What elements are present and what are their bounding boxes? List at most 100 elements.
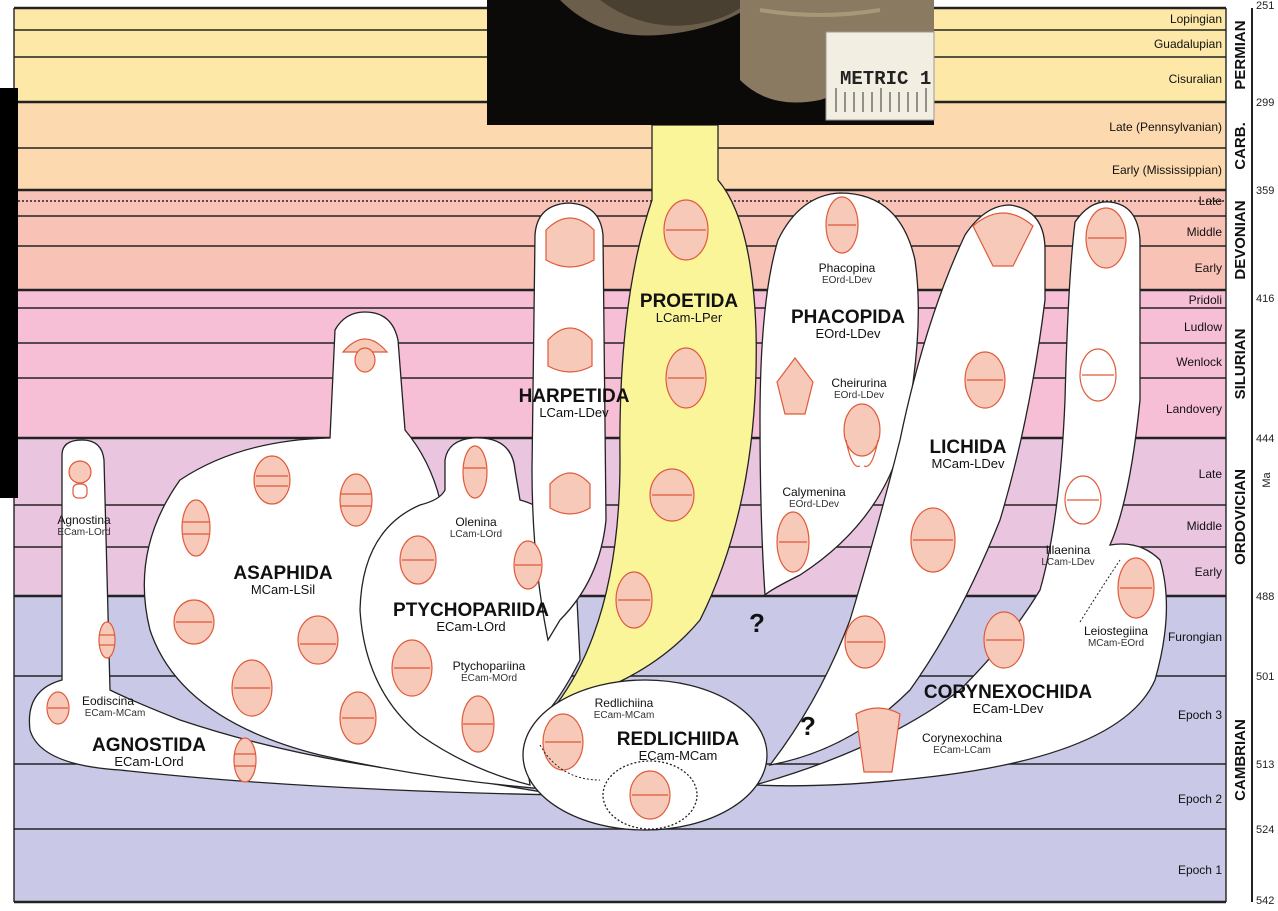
period-silurian: SILURIAN: [1232, 329, 1249, 400]
trilobite-icon: [298, 616, 338, 664]
trilobite-icon: [664, 200, 708, 260]
trilobite-icon: [826, 197, 858, 253]
period-permian: PERMIAN: [1232, 20, 1249, 89]
ma-unit-label: Ma: [1261, 471, 1273, 487]
trilobite-icon: [1118, 558, 1154, 618]
trilobite-icon: [543, 714, 583, 770]
trilobite-icon: [234, 738, 256, 782]
period-labels: PERMIAN CARB. DEVONIAN SILURIAN ORDOVICI…: [1232, 20, 1249, 800]
ma-tick: 359: [1256, 185, 1274, 197]
ma-tick: 524: [1256, 824, 1274, 836]
trilobite-icon: [548, 328, 592, 372]
suborder-ptychopariina-range: ECam-MOrd: [461, 673, 517, 684]
epoch-cambrian-1: Epoch 1: [1178, 863, 1222, 877]
trilobite-icon: [392, 640, 432, 696]
ma-tick: 299: [1256, 97, 1274, 109]
ma-tick: 251: [1256, 0, 1274, 12]
order-corynexochida: CORYNEXOCHIDA: [924, 682, 1092, 703]
trilobite-icon: [254, 456, 290, 504]
suborder-ptychopariina: Ptychopariina: [453, 659, 526, 673]
epoch-furongian: Furongian: [1168, 630, 1222, 644]
ma-tick: 444: [1256, 433, 1274, 445]
period-devonian: DEVONIAN: [1232, 200, 1249, 279]
suborder-olenina-range: LCam-LOrd: [450, 529, 502, 540]
suborder-illaenina: Illaenina: [1046, 543, 1091, 557]
trilobite-icon: [550, 473, 590, 514]
trilobite-icon: [400, 536, 436, 584]
epoch-ludlow: Ludlow: [1184, 320, 1222, 334]
suborder-corynexochina-range: ECam-LCam: [933, 745, 991, 756]
trilobite-icon: [965, 352, 1005, 408]
order-phacopida: PHACOPIDA: [791, 307, 905, 328]
order-ptychopariida-range: ECam-LOrd: [436, 619, 505, 634]
order-corynexochida-range: ECam-LDev: [973, 701, 1044, 716]
suborder-phacopina-range: EOrd-LDev: [822, 275, 872, 286]
epoch-ordovician-middle: Middle: [1187, 519, 1223, 533]
epoch-cambrian-3: Epoch 3: [1178, 708, 1222, 722]
uncertain-marker: ?: [800, 711, 816, 741]
epoch-ordovician-early: Early: [1195, 565, 1222, 579]
suborder-agnostina-range: ECam-LOrd: [57, 527, 110, 538]
uncertain-marker: ?: [749, 608, 765, 638]
trilobite-icon: [340, 692, 376, 744]
suborder-eodiscina: Eodiscina: [82, 694, 134, 708]
suborder-eodiscina-range: ECam-MCam: [85, 708, 146, 719]
suborder-leiostegiina: Leiostegiina: [1084, 624, 1148, 638]
trilobite-icon: [777, 512, 809, 572]
fossil-photo: METRIC 1: [487, 0, 934, 125]
suborder-redlichiina: Redlichiina: [595, 696, 654, 710]
suborder-leiostegiina-range: MCam-EOrd: [1088, 638, 1144, 649]
trilobite-icon: [616, 572, 652, 628]
trilobite-icon: [666, 348, 706, 408]
order-asaphida: ASAPHIDA: [233, 563, 333, 584]
suborder-phacopina: Phacopina: [819, 261, 876, 275]
ma-tick: 488: [1256, 591, 1274, 603]
period-cambrian: CAMBRIAN: [1232, 719, 1249, 801]
order-ptychopariida: PTYCHOPARIIDA: [393, 600, 549, 621]
order-proetida-range: LCam-LPer: [656, 310, 723, 325]
order-redlichiida: REDLICHIIDA: [617, 729, 740, 750]
period-carboniferous: CARB.: [1232, 122, 1249, 170]
suborder-cheirurina: Cheirurina: [831, 376, 887, 390]
trilobite-icon: [650, 469, 694, 521]
suborder-calymenina: Calymenina: [782, 485, 846, 499]
trilobite-icon: [174, 600, 214, 644]
photo-scale-label: METRIC 1: [840, 68, 931, 90]
ma-tick: 542: [1256, 895, 1274, 906]
trilobite-icon: [463, 446, 487, 498]
suborder-cheirurina-range: EOrd-LDev: [834, 390, 884, 401]
epoch-devonian-late: Late: [1199, 194, 1223, 208]
order-phacopida-range: EOrd-LDev: [815, 326, 881, 341]
trilobite-icon: [546, 218, 594, 267]
trilobite-icon: [232, 660, 272, 716]
suborder-corynexochina: Corynexochina: [922, 731, 1002, 745]
left-overlay-bar: [0, 88, 18, 498]
trilobite-icon: [630, 771, 670, 819]
epoch-ordovician-late: Late: [1199, 467, 1223, 481]
suborder-agnostina: Agnostina: [57, 513, 111, 527]
order-lichida: LICHIDA: [929, 437, 1006, 458]
epoch-landovery: Landovery: [1166, 402, 1222, 416]
trilobite-icon: [462, 696, 494, 752]
epoch-pridoli: Pridoli: [1189, 293, 1222, 307]
ma-tick: 501: [1256, 671, 1274, 683]
ma-axis: 251 299 359 416 444 488 501 513 524 542 …: [1256, 0, 1274, 906]
trilobite-icon: [99, 622, 115, 658]
ma-tick: 416: [1256, 293, 1274, 305]
epoch-cambrian-2: Epoch 2: [1178, 792, 1222, 806]
trilobite-icon: [340, 474, 372, 526]
period-ordovician: ORDOVICIAN: [1232, 469, 1249, 565]
ma-tick: 513: [1256, 759, 1274, 771]
epoch-cisuralian: Cisuralian: [1169, 72, 1222, 86]
order-asaphida-range: MCam-LSil: [251, 582, 315, 597]
trilobite-icon: [856, 708, 900, 772]
order-redlichiida-range: ECam-MCam: [639, 748, 718, 763]
order-agnostida: AGNOSTIDA: [92, 735, 206, 756]
order-proetida: PROETIDA: [640, 291, 738, 312]
suborder-olenina: Olenina: [455, 515, 497, 529]
suborder-illaenina-range: LCam-LDev: [1041, 557, 1094, 568]
trilobite-icon: [845, 616, 885, 668]
epoch-lopingian: Lopingian: [1170, 12, 1222, 26]
